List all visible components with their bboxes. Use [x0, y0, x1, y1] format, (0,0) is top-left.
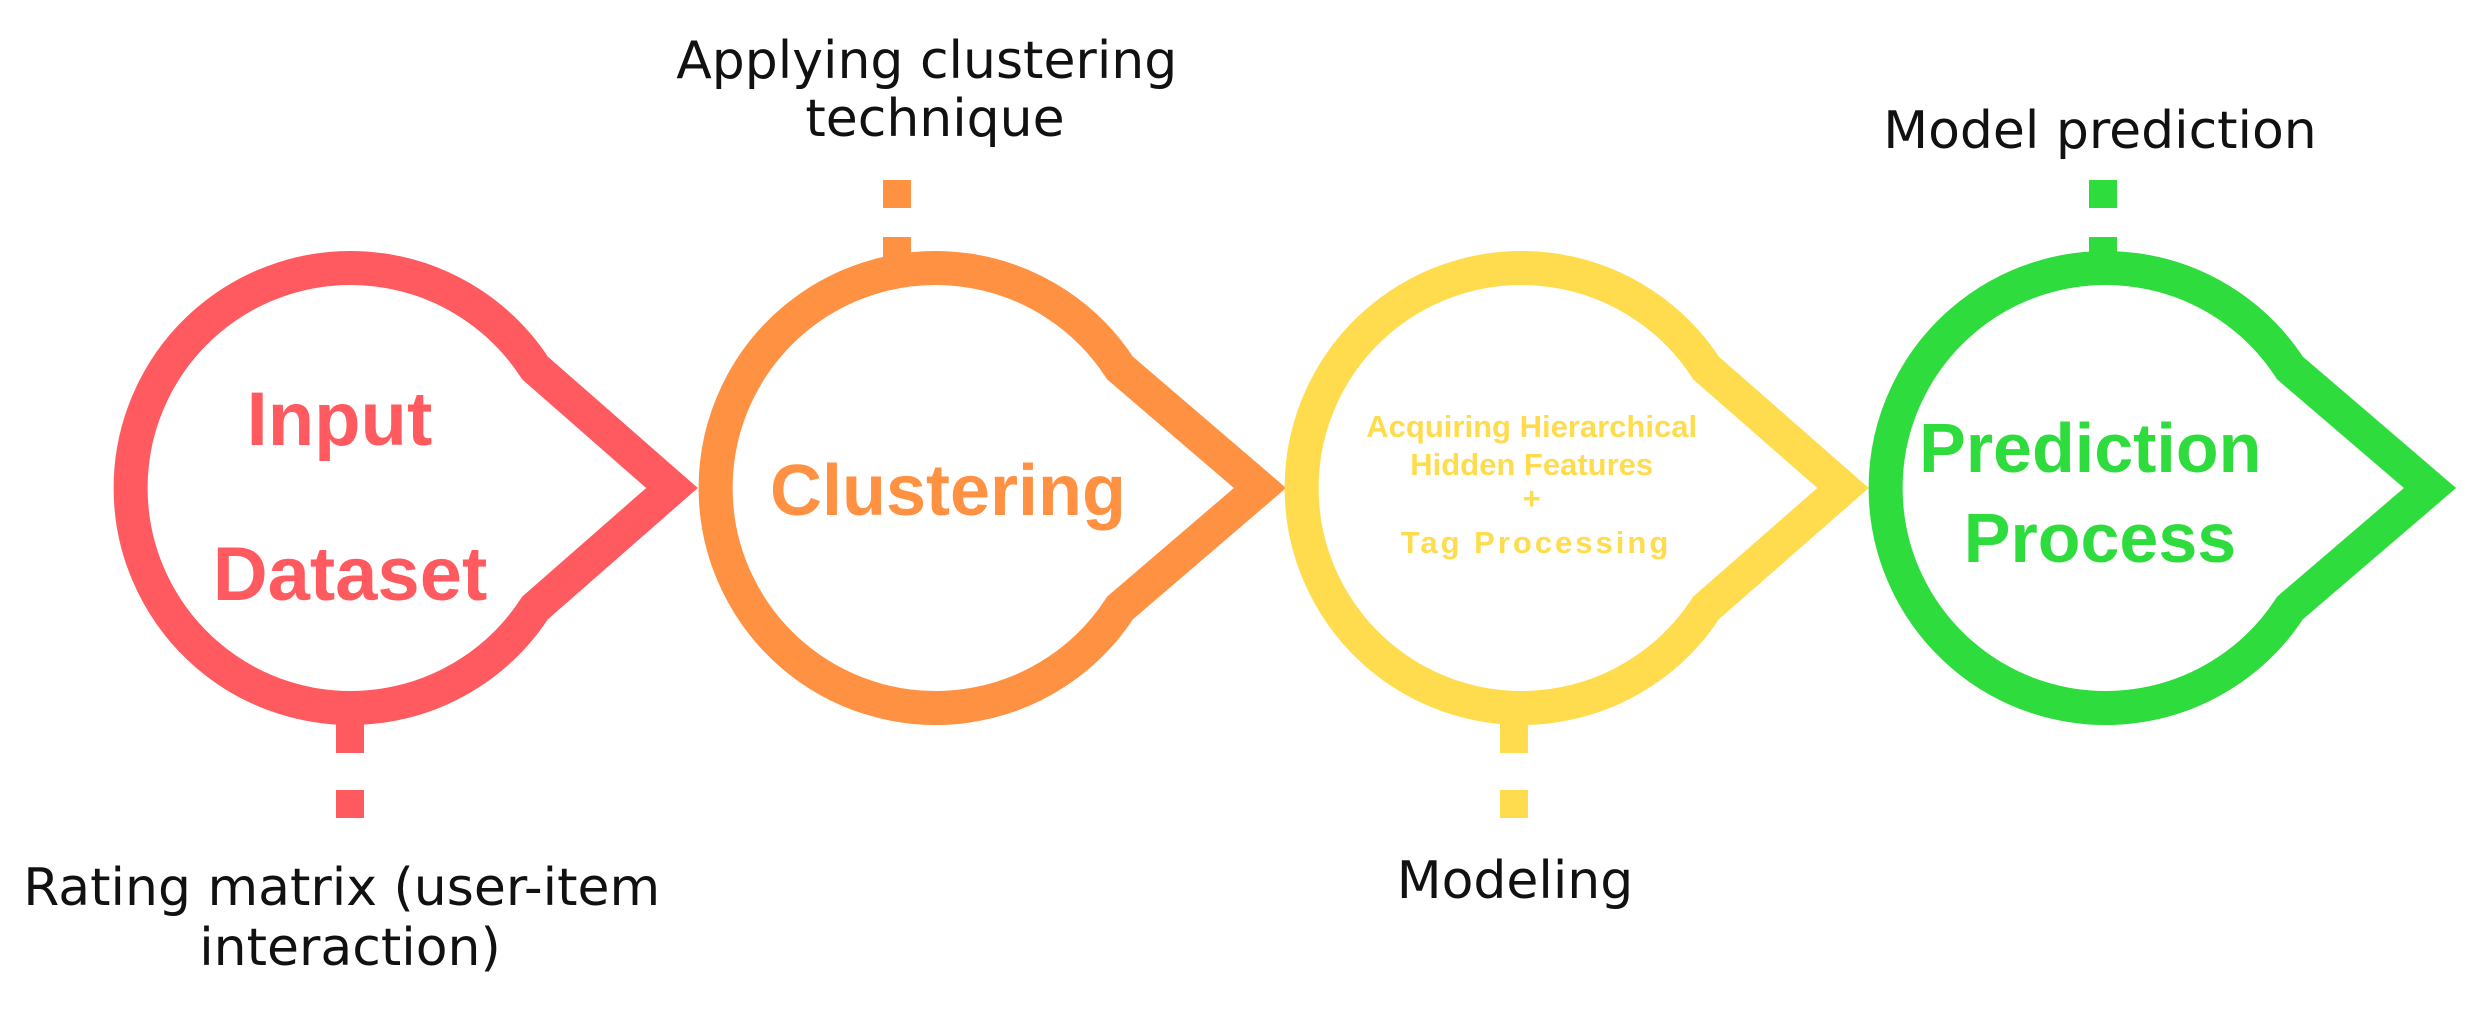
stage-1-connector-dash-near	[336, 717, 364, 753]
stage-1-annotation-line-1: Rating matrix (user-item	[23, 858, 660, 918]
stage-3-title-line-3: +	[1523, 481, 1541, 516]
stage-prediction-process: Prediction Process Model prediction	[1868, 101, 2457, 725]
stage-4-connector-dash-far	[2089, 180, 2117, 208]
stage-2-title: Clustering	[770, 451, 1126, 531]
stage-2-title-line-1: Clustering	[770, 451, 1126, 531]
stage-3-teardrop-shape	[1284, 251, 1869, 725]
stage-2-annotation-line-2: technique	[805, 89, 1064, 149]
stage-4-title: Prediction Process	[1919, 409, 2281, 577]
stage-1-annotation: Rating matrix (user-item interaction)	[23, 858, 676, 978]
stage-3-title-line-4: Tag Processing	[1401, 525, 1672, 560]
stage-1-title-line-2: Dataset	[213, 532, 488, 617]
stage-4-connector-dash-near	[2089, 237, 2117, 273]
stage-3-annotation-line-1: Modeling	[1397, 851, 1634, 911]
stage-input-dataset: Input Dataset Rating matrix (user-item i…	[23, 251, 698, 978]
stage-hierarchical-features: Acquiring Hierarchical Hidden Features +…	[1284, 251, 1869, 911]
stage-3-title: Acquiring Hierarchical Hidden Features +…	[1366, 409, 1705, 560]
stage-clustering: Clustering Applying clustering technique	[676, 31, 1287, 725]
stage-4-annotation-line-1: Model prediction	[1883, 101, 2317, 161]
stage-4-teardrop-shape	[1868, 251, 2457, 725]
stage-4-title-line-1: Prediction	[1919, 409, 2261, 487]
stage-4-annotation: Model prediction	[1883, 101, 2317, 161]
stage-3-title-line-1: Acquiring Hierarchical	[1366, 409, 1697, 444]
stage-1-connector-dash-far	[336, 790, 364, 818]
stage-2-teardrop-shape	[698, 251, 1287, 725]
stage-1-title-line-1: Input	[247, 377, 433, 462]
stage-1-title: Input Dataset	[213, 377, 488, 617]
stage-3-title-line-2: Hidden Features	[1410, 447, 1653, 482]
stage-3-connector-dash-far	[1500, 790, 1528, 818]
stage-1-annotation-line-2: interaction)	[199, 918, 501, 978]
stage-3-connector-dash-near	[1500, 717, 1528, 753]
stage-2-connector-dash-far	[883, 180, 911, 208]
stage-2-annotation: Applying clustering technique	[676, 31, 1194, 149]
stage-1-teardrop-shape	[113, 251, 698, 725]
stage-3-annotation: Modeling	[1397, 851, 1634, 911]
stage-4-title-line-2: Process	[1964, 499, 2236, 577]
stage-2-connector-dash-near	[883, 237, 911, 273]
stage-2-annotation-line-1: Applying clustering	[676, 31, 1177, 91]
